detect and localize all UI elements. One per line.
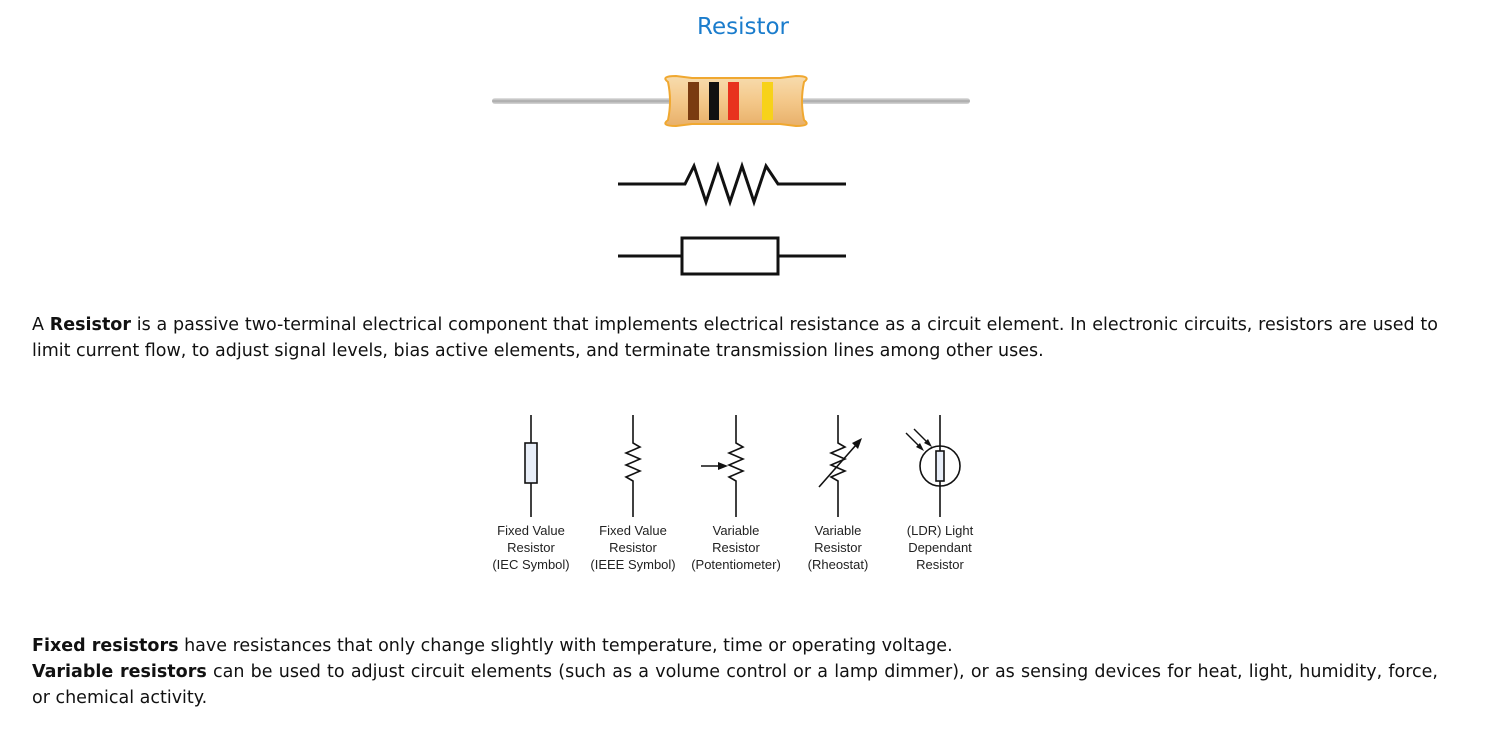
- variable-rest: can be used to adjust circuit elements (…: [32, 662, 1438, 708]
- intro-lead: A: [32, 315, 50, 335]
- resistor-illustration: [492, 74, 970, 128]
- band-black: [709, 82, 719, 120]
- caption-rheostat: Variable Resistor (Rheostat): [807, 523, 869, 572]
- resistor-symbols-row: [524, 415, 961, 517]
- fixed-rest: have resistances that only change slight…: [178, 636, 953, 656]
- iec-resistor-icon: [524, 415, 538, 517]
- page-title: Resistor: [697, 14, 789, 40]
- caption-ldr: (LDR) Light Dependant Resistor: [906, 523, 974, 572]
- caption-iec: Fixed Value Resistor (IEC Symbol): [492, 523, 570, 572]
- caption-ieee: Fixed Value Resistor (IEEE Symbol): [590, 523, 676, 572]
- box-resistor-icon: [618, 236, 846, 276]
- fixed-term: Fixed resistors: [32, 636, 179, 656]
- potentiometer-icon: [701, 415, 746, 517]
- intro-rest: is a passive two-terminal electrical com…: [32, 315, 1438, 361]
- intro-term: Resistor: [49, 315, 131, 335]
- band-brown: [688, 82, 699, 120]
- zigzag-resistor-icon: [618, 161, 846, 207]
- rheostat-icon: [818, 415, 862, 517]
- intro-paragraph: A Resistor is a passive two-terminal ele…: [32, 312, 1438, 364]
- band-gold: [762, 82, 773, 120]
- ldr-icon: [905, 415, 961, 517]
- ieee-resistor-icon: [623, 415, 643, 517]
- caption-potentiometer: Variable Resistor (Potentiometer): [691, 523, 781, 572]
- fixed-resistors-line: Fixed resistors have resistances that on…: [32, 633, 1438, 659]
- band-red: [728, 82, 739, 120]
- variable-term: Variable resistors: [32, 662, 207, 682]
- variable-resistors-line: Variable resistors can be used to adjust…: [32, 659, 1438, 711]
- resistor-types: Fixed resistors have resistances that on…: [32, 633, 1438, 711]
